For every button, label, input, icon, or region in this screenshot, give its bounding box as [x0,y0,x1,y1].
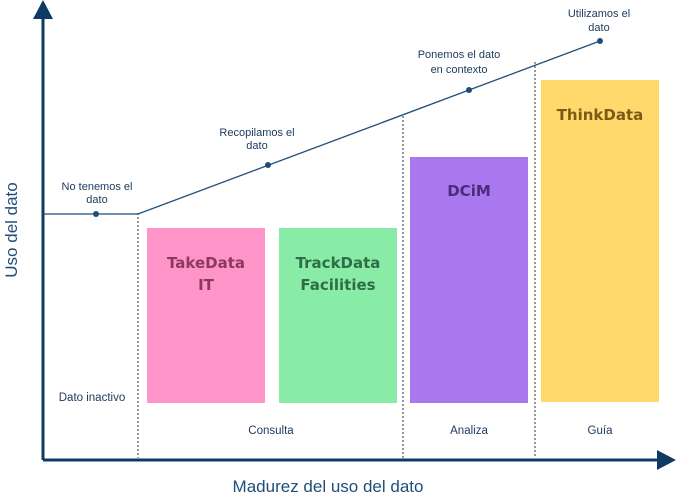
milestone-note-line1: Recopilamos el [219,127,294,139]
milestone-note-line2: dato [86,194,107,206]
block-takedata-label-line1: TakeData [167,254,245,272]
milestone-note-line2: dato [588,22,609,34]
milestone-dot [597,38,603,44]
block-thinkdata-label: ThinkData [557,106,644,124]
block-trackdata-facilities [279,228,397,403]
x-axis-arrow-icon [657,450,676,470]
milestone-note-line2: dato [246,140,267,152]
y-axis-title: Uso del dato [2,182,21,277]
stage-label-consulta: Consulta [248,425,294,437]
trend-line [43,40,601,215]
milestone-note-line1: Ponemos el dato [418,49,501,61]
block-thinkdata [541,80,659,402]
block-takedata-label-line2: IT [198,276,215,294]
milestone-dot [93,211,99,217]
milestone-note-line1: Utilizamos el [568,8,630,20]
stage-label-analiza: Analiza [450,425,488,437]
milestone-dot [466,87,472,93]
block-dcim [410,157,528,403]
x-axis-title: Madurez del uso del dato [233,477,424,496]
stage-label-dato-inactivo: Dato inactivo [59,392,125,404]
milestone-note-line2: en contexto [431,64,488,76]
block-takedata-it [147,228,265,403]
y-axis-arrow-icon [33,0,53,19]
block-trackdata-label-line2: Facilities [300,276,375,294]
block-dcim-label: DCiM [447,182,491,200]
stage-label-guia: Guía [588,425,614,437]
milestone-dot [265,162,271,168]
block-trackdata-label-line1: TrackData [296,254,381,272]
milestone-note-line1: No tenemos el [62,181,133,193]
